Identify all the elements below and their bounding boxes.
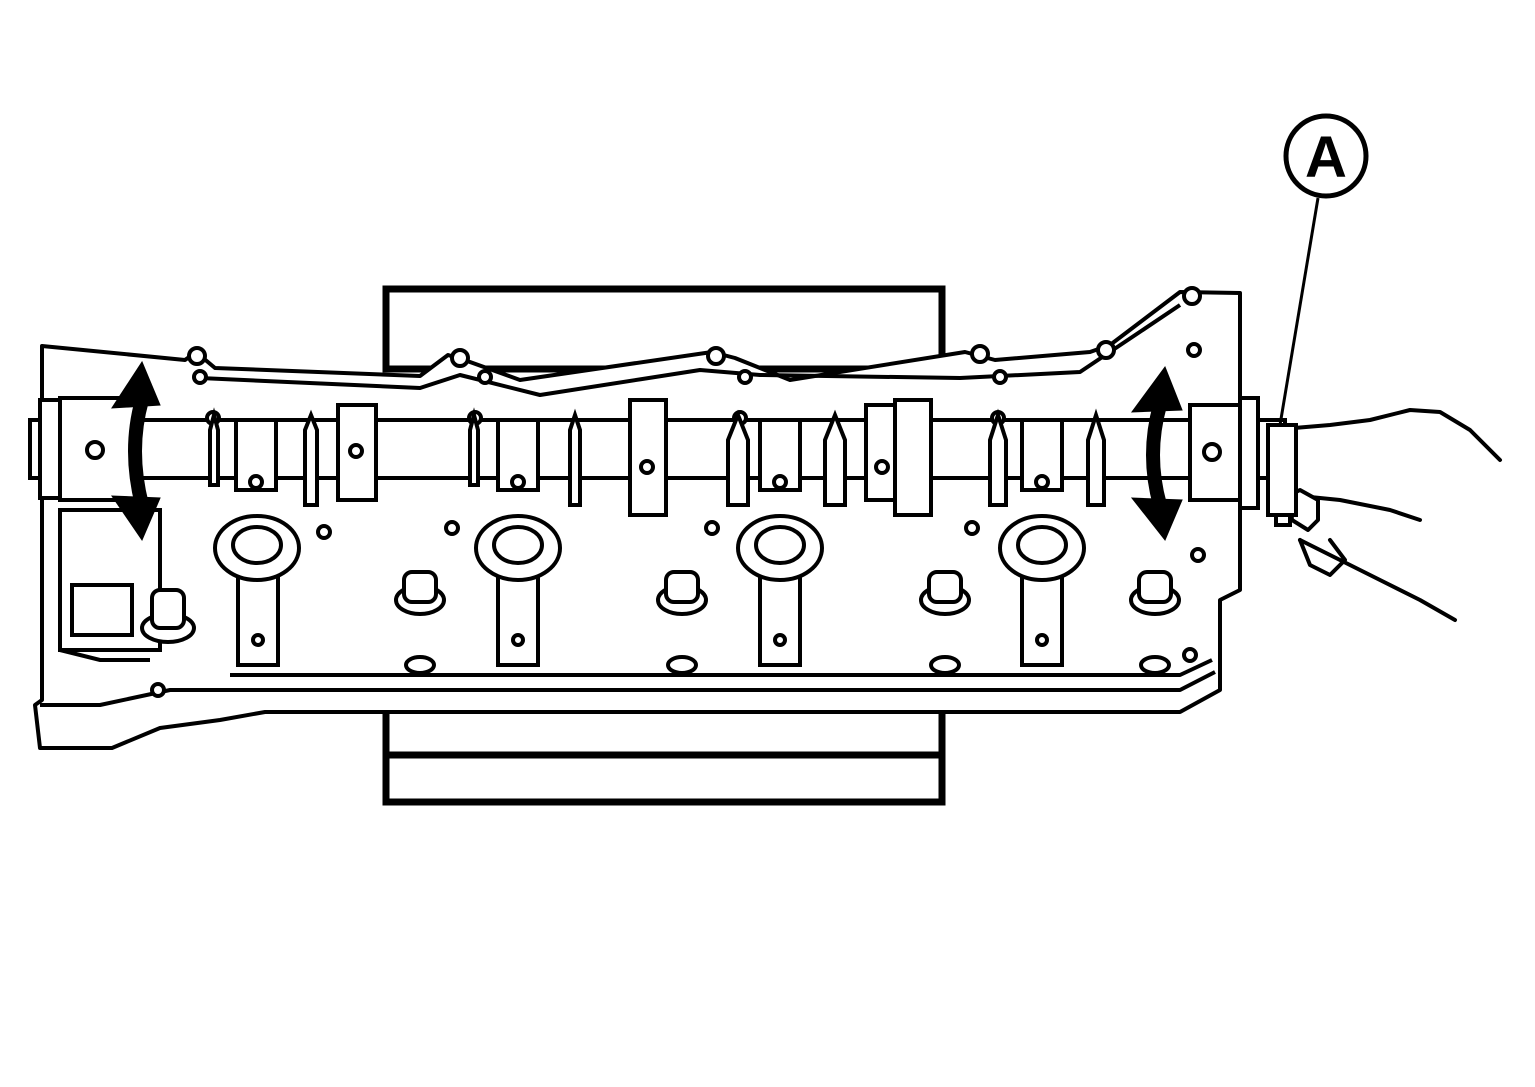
lobe-hole: [874, 459, 890, 475]
boss: [737, 369, 753, 385]
camshaft: [28, 396, 1287, 517]
cam-lobe: [893, 398, 933, 517]
lobe-hole: [639, 459, 655, 475]
hand: [1268, 408, 1502, 622]
lifter-assembly-4: [964, 514, 1086, 667]
head-rail: [230, 658, 1216, 692]
finger: [1086, 408, 1106, 507]
lifter-assembly-2: [444, 514, 562, 667]
finger: [988, 408, 1008, 507]
boss: [150, 682, 166, 698]
boss: [706, 346, 726, 366]
cap-hole: [1034, 474, 1050, 490]
boss: [992, 369, 1008, 385]
boss: [1186, 342, 1202, 358]
boss: [970, 344, 990, 364]
bearing-cap: [758, 418, 802, 492]
callout-leader: [1278, 197, 1320, 426]
finger: [208, 407, 220, 487]
cap-hole: [248, 474, 264, 490]
tool-a: [1266, 423, 1298, 527]
boss: [1182, 286, 1202, 306]
camshaft-nose-right: [1238, 396, 1260, 510]
lobe-hole: [348, 443, 364, 459]
callout-label: A: [1305, 125, 1347, 190]
boss: [192, 369, 208, 385]
left-end-housing: [58, 508, 196, 662]
head-top-edge: [199, 303, 1182, 397]
finger: [568, 408, 582, 507]
head-rail-left: [40, 688, 230, 707]
cap-hole: [510, 474, 526, 490]
lifter-assembly-1: [213, 514, 332, 667]
tool-a-body: [1266, 423, 1298, 517]
boss: [450, 348, 470, 368]
callout-a: A: [1278, 113, 1369, 426]
journal-hole: [85, 440, 105, 460]
boss: [187, 346, 207, 366]
boss: [1182, 647, 1198, 663]
hand-fingers: [1298, 538, 1347, 577]
boss: [1096, 340, 1116, 360]
left-housing-bracket: [59, 648, 150, 662]
lifter-assemblies: [213, 514, 1086, 667]
finger: [468, 407, 480, 487]
studs: [394, 570, 1181, 675]
lifter-assembly-3: [704, 514, 824, 667]
boss: [477, 369, 493, 385]
finger: [823, 409, 847, 507]
left-stud: [150, 588, 186, 630]
finger: [726, 409, 750, 507]
finger: [303, 409, 319, 507]
left-housing-block: [70, 583, 134, 637]
tool-a-grip: [1274, 513, 1292, 527]
rotation-arrow-right: [1130, 365, 1183, 541]
rotation-arrow-left: [111, 360, 161, 542]
cam-lobe: [628, 398, 668, 517]
callout-circle: [1283, 113, 1369, 199]
cap-hole: [772, 474, 788, 490]
journal-hole: [1202, 442, 1222, 462]
boss: [1190, 547, 1206, 563]
